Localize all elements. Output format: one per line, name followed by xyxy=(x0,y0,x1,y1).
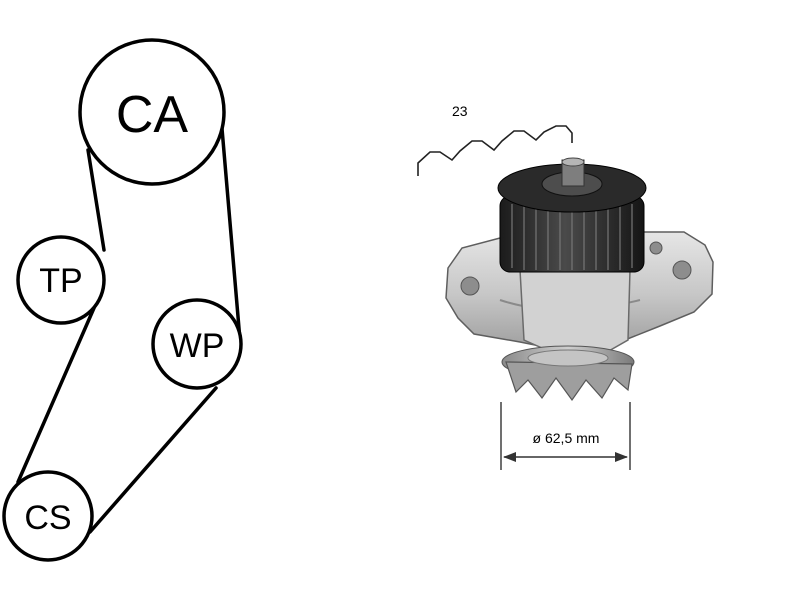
tooth-profile-icon xyxy=(417,125,573,176)
diameter-dimension: ø 62,5 mm xyxy=(500,402,631,470)
mount-hole-top xyxy=(649,241,663,255)
timing-belt xyxy=(16,103,242,534)
mount-hole-right xyxy=(672,260,692,280)
belt-segment-ca-tp xyxy=(86,148,106,252)
pulley-water-pump-circle xyxy=(151,298,243,390)
mount-hole-left xyxy=(460,276,480,296)
dimension-arrow-left xyxy=(503,452,516,462)
pulley-water-pump-label: WP xyxy=(170,327,225,365)
pulley-crankshaft-label: CS xyxy=(24,499,71,537)
pulley-crankshaft: CS xyxy=(2,470,94,562)
pulley-tensioner: TP xyxy=(16,235,106,325)
shaft-top xyxy=(561,157,585,167)
belt-tooth-profile: 23 xyxy=(417,103,573,176)
pulley-camshaft-circle xyxy=(78,38,226,186)
tooth-count-label: 23 xyxy=(452,103,468,119)
pulley-tensioner-label: TP xyxy=(39,262,82,300)
pulley-tensioner-circle xyxy=(16,235,106,325)
pump-impeller xyxy=(501,345,635,402)
water-pump-image xyxy=(445,157,714,402)
belt-segment-tp-cs xyxy=(16,306,96,484)
pulley-camshaft-label: CA xyxy=(116,86,189,144)
pulley-crankshaft-circle xyxy=(2,470,94,562)
belt-segment-wp-cs xyxy=(88,386,218,534)
pump-sprocket xyxy=(497,157,647,273)
diameter-label: ø 62,5 mm xyxy=(533,430,600,446)
belt-segment-ca-wp xyxy=(218,103,242,342)
impeller-blades xyxy=(505,361,633,402)
pump-body xyxy=(519,269,631,357)
belt-routing-diagram: CA TP WP CS xyxy=(2,38,243,562)
pulley-camshaft: CA xyxy=(78,38,226,186)
dimension-arrow-right xyxy=(615,452,628,462)
pulley-water-pump: WP xyxy=(151,298,243,390)
